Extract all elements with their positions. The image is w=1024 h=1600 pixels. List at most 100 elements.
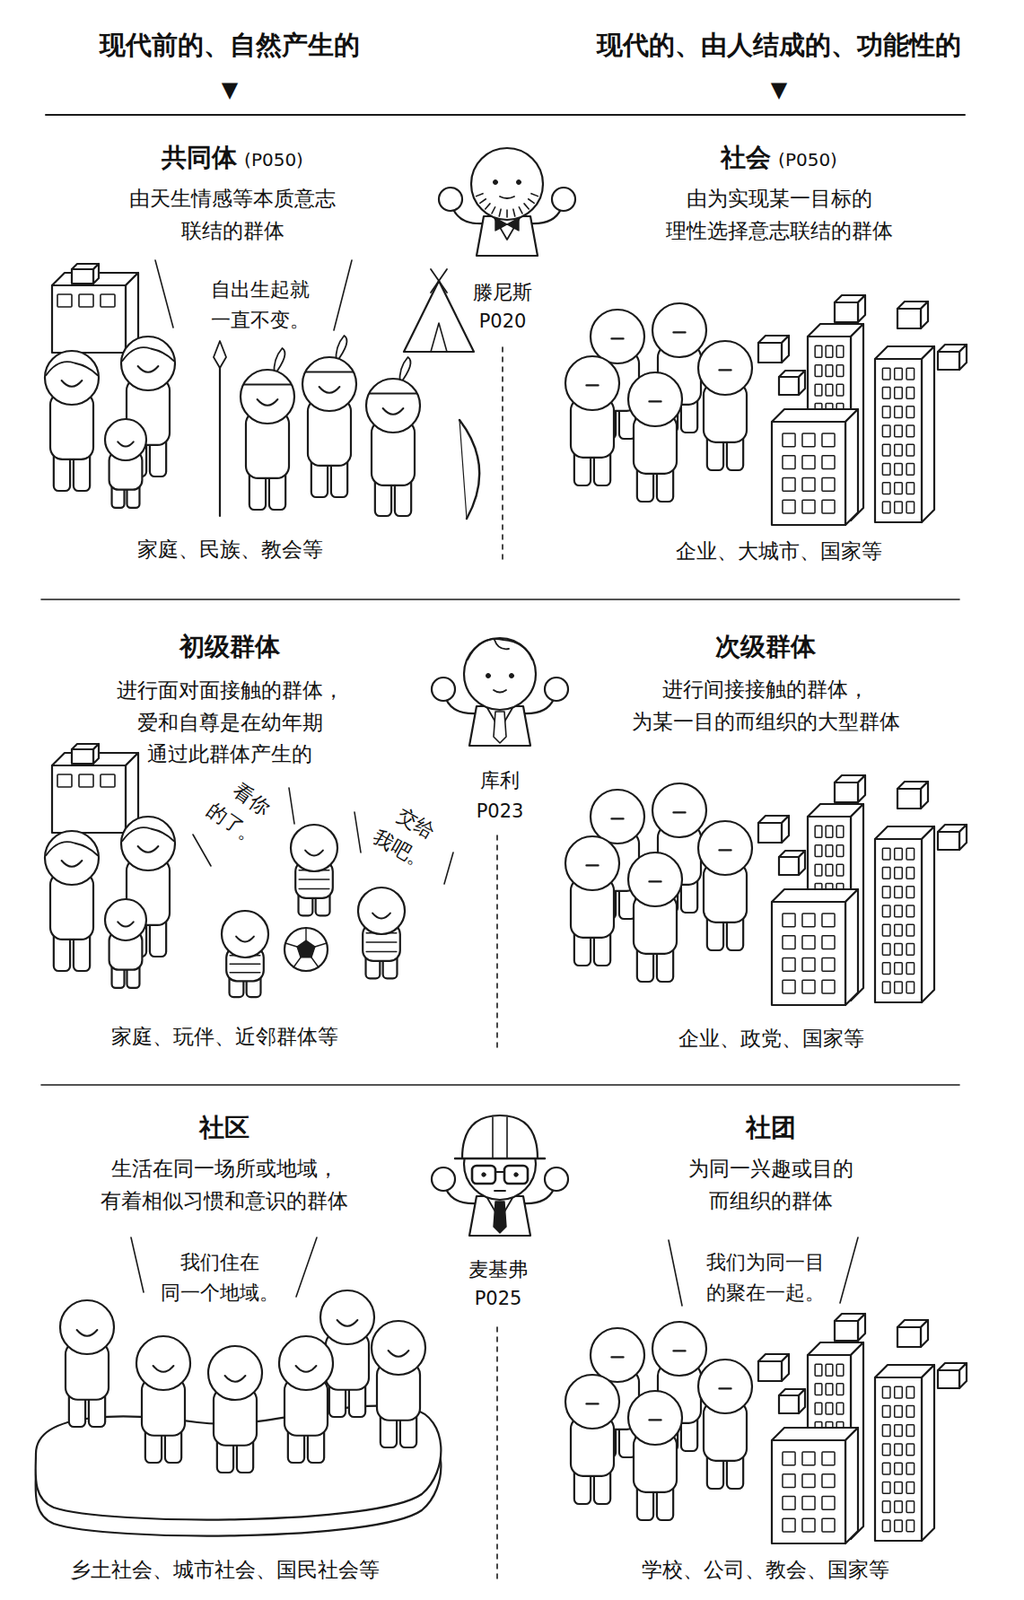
illustration-part bbox=[333, 260, 352, 331]
illustration-part bbox=[836, 345, 844, 358]
crowd bbox=[565, 303, 753, 502]
illustration-part bbox=[117, 921, 133, 927]
illustration-part bbox=[920, 1320, 928, 1348]
illustration-part bbox=[648, 400, 661, 403]
family bbox=[44, 336, 176, 508]
illustration-part bbox=[496, 1327, 499, 1583]
illustration-part bbox=[882, 867, 891, 880]
illustration-part bbox=[897, 788, 921, 809]
illustration-part bbox=[493, 711, 507, 744]
illustration-part bbox=[41, 1084, 960, 1086]
illustration-part bbox=[155, 260, 174, 328]
text-group: 初级群体 bbox=[179, 628, 281, 666]
illustration-part bbox=[802, 1452, 815, 1466]
illustration-part bbox=[802, 455, 815, 470]
illustration-part bbox=[814, 345, 823, 358]
illustration-part bbox=[611, 1356, 623, 1358]
example-list: 企业、大城市、国家等 bbox=[675, 535, 883, 568]
illustration-part bbox=[894, 387, 903, 400]
illustration-part bbox=[781, 1354, 789, 1382]
illustration-part bbox=[652, 303, 707, 358]
illustration-part bbox=[906, 981, 915, 994]
illustration-part bbox=[834, 302, 858, 323]
illustration-part bbox=[52, 765, 126, 833]
illustration-part bbox=[491, 207, 496, 214]
illustration-part bbox=[366, 951, 397, 954]
text-group: ▼ bbox=[770, 73, 788, 106]
illustration-part bbox=[894, 482, 903, 495]
illustration-part bbox=[921, 346, 935, 523]
concept-definition: 由为实现某一目标的 理性选择意志联结的群体 bbox=[665, 183, 893, 247]
illustration-part bbox=[906, 1462, 915, 1475]
illustration-part bbox=[469, 1196, 531, 1236]
illustration-part bbox=[959, 344, 967, 370]
illustration-part bbox=[476, 216, 538, 256]
illustration-part bbox=[814, 864, 823, 876]
author-name: 库利 bbox=[480, 765, 520, 796]
illustration-part bbox=[836, 1402, 844, 1415]
illustration-part bbox=[57, 774, 72, 788]
illustration-part bbox=[814, 365, 823, 377]
speech-text: 看你 的了。 bbox=[200, 770, 284, 855]
column-header: 现代前的、自然产生的 bbox=[99, 26, 360, 66]
illustration-part bbox=[586, 1402, 598, 1405]
illustration-part bbox=[122, 827, 175, 841]
illustration-part bbox=[297, 940, 316, 958]
text-group: 企业、政党、国家等 bbox=[678, 1023, 865, 1055]
concept-heading: 社团 bbox=[745, 1109, 797, 1147]
illustration-part bbox=[504, 1165, 528, 1184]
illustration-part bbox=[897, 308, 921, 329]
illustration-part bbox=[771, 421, 846, 526]
illustration-part bbox=[298, 878, 330, 881]
illustration-part bbox=[882, 1406, 891, 1418]
page-ref: P023 bbox=[476, 797, 525, 827]
illustration-part bbox=[586, 864, 598, 867]
illustration-part bbox=[506, 210, 508, 218]
illustration-part bbox=[822, 455, 835, 470]
illustration-part bbox=[845, 409, 858, 526]
illustration-part bbox=[894, 944, 903, 956]
illustration-part bbox=[459, 420, 467, 519]
illustration-part bbox=[921, 1365, 935, 1541]
illustration-part bbox=[138, 846, 159, 853]
concept-heading: (P050) bbox=[244, 146, 304, 174]
illustration-part bbox=[528, 199, 535, 204]
crowd bbox=[565, 783, 753, 982]
illustration-part bbox=[825, 1383, 833, 1396]
illustration-part bbox=[668, 1240, 683, 1306]
text-group: 生活在同一场所或地域， 有着相似习惯和意识的群体 bbox=[100, 1153, 349, 1217]
illustration-part bbox=[71, 269, 94, 284]
text-group: 看你 的了。 bbox=[200, 770, 284, 855]
illustration-part bbox=[509, 673, 515, 679]
illustration-part bbox=[208, 1346, 263, 1401]
illustration-part bbox=[906, 962, 915, 975]
illustration-part bbox=[229, 963, 261, 966]
illustration-part bbox=[882, 1482, 891, 1495]
illustration-part bbox=[285, 943, 298, 947]
concept-heading: 社区 bbox=[199, 1109, 250, 1147]
illustration-part bbox=[882, 367, 891, 380]
illustration-part bbox=[469, 706, 531, 746]
concept-heading: 次级群体 bbox=[715, 628, 816, 666]
illustration-part bbox=[782, 1518, 796, 1532]
illustration-part bbox=[192, 834, 211, 867]
illustration-part bbox=[840, 1237, 858, 1304]
illustration-part bbox=[298, 888, 330, 891]
illustration-part bbox=[906, 501, 915, 514]
text-group: 自出生起就 一直不变。 bbox=[210, 274, 310, 336]
illustration-part bbox=[698, 821, 753, 876]
illustration-part bbox=[802, 499, 815, 514]
concept-heading: 初级群体 bbox=[179, 628, 281, 666]
illustration-part bbox=[882, 924, 891, 937]
illustration-part bbox=[544, 1167, 569, 1191]
illustration-part bbox=[906, 425, 915, 438]
illustration-part bbox=[121, 816, 176, 871]
illustration-part bbox=[444, 852, 454, 884]
illustration-part bbox=[718, 368, 731, 371]
illustration-part bbox=[565, 836, 620, 891]
illustration-part bbox=[302, 357, 357, 412]
illustration-part bbox=[959, 824, 967, 850]
illustration-part bbox=[822, 1452, 835, 1466]
house bbox=[52, 263, 139, 353]
illustration-part bbox=[528, 209, 561, 224]
